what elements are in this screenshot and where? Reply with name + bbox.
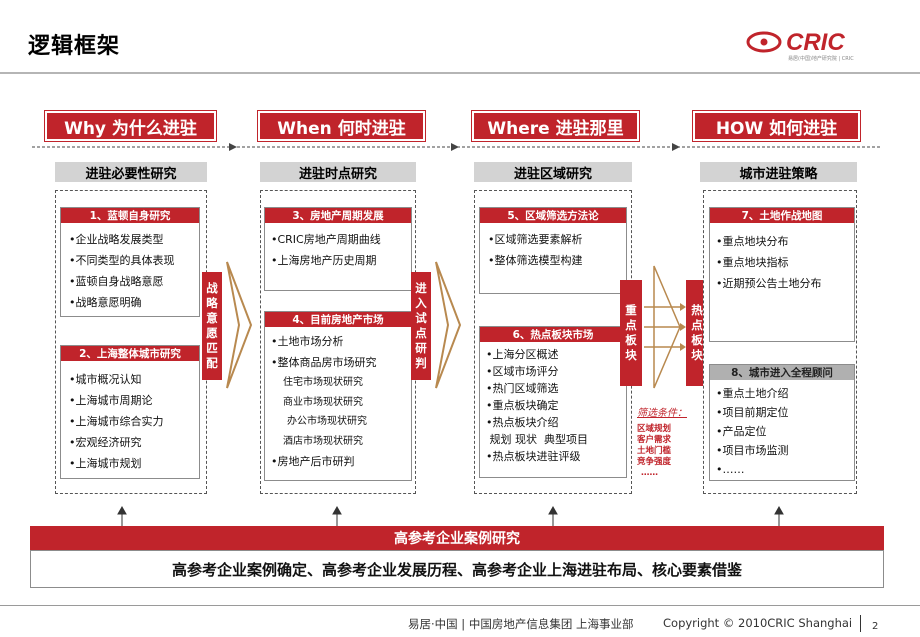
filter-title: 筛选条件： — [637, 408, 687, 419]
list-subitem: 酒店市场现状研究 — [283, 435, 363, 447]
list-item: •城市概况认知 — [69, 373, 142, 386]
card-title: 1、蓝顿自身研究 — [61, 208, 199, 223]
list-item: •企业战略发展类型 — [69, 233, 164, 246]
card-title: 7、土地作战地图 — [710, 208, 854, 223]
card-self-research: 1、蓝顿自身研究 •企业战略发展类型 •不同类型的具体表现 •蓝顿自身战略意愿 … — [60, 207, 200, 317]
card-land-map: 7、土地作战地图 •重点地块分布 •重点地块指标 •近期预公告土地分布 — [709, 207, 855, 342]
filter-item: 土地门槛 — [637, 446, 672, 456]
card-hot-blocks: 6、热点板块市场 •上海分区概述 •区域市场评分 •热门区域筛选 •重点板块确定… — [479, 326, 627, 478]
filter-item: 客户需求 — [637, 435, 672, 445]
list-item: •项目前期定位 — [716, 406, 789, 419]
list-subitem: 办公市场现状研究 — [287, 416, 367, 427]
phase-when: When 何时进驻 — [258, 111, 425, 141]
card-cycle: 3、房地产周期发展 •CRIC房地产周期曲线 •上海房地产历史周期 — [264, 207, 412, 291]
list-item: •区域筛选要素解析 — [488, 233, 583, 246]
header-divider — [0, 72, 920, 74]
case-study-body: 高参考企业案例确定、高参考企业发展历程、高参考企业上海进驻布局、核心要素借鉴 — [30, 550, 884, 588]
filter-item: 区域规划 — [637, 424, 672, 434]
list-item: 规划 现状 典型项目 — [486, 433, 588, 446]
top-flow-arrows — [32, 143, 880, 151]
phase-how: HOW 如何进驻 — [693, 111, 860, 141]
list-item: •热门区域筛选 — [486, 382, 559, 395]
card-title: 4、目前房地产市场 — [265, 312, 411, 327]
subhead-region: 进驻区域研究 — [474, 162, 632, 182]
list-item: •上海分区概述 — [486, 348, 559, 361]
list-item: •土地市场分析 — [271, 335, 344, 348]
list-item: •热点板块进驻评级 — [486, 450, 581, 463]
list-item: •重点地块分布 — [716, 235, 789, 248]
footer-company: 易居·中国 | 中国房地产信息集团 上海事业部 — [408, 617, 634, 631]
list-item: •上海房地产历史周期 — [271, 254, 377, 267]
list-item: •产品定位 — [716, 425, 767, 438]
list-item: •重点板块确定 — [486, 399, 559, 412]
list-item: •上海城市综合实力 — [69, 415, 164, 428]
list-item: •蓝顿自身战略意愿 — [69, 275, 164, 288]
list-item: •…… — [716, 463, 745, 476]
label-strategy-match: 战略意 愿匹配 — [202, 272, 222, 380]
footer-divider — [0, 605, 920, 606]
list-item: •整体筛选模型构建 — [488, 254, 583, 267]
footer-copyright: Copyright © 2010CRIC Shanghai — [663, 616, 853, 630]
label-key-blocks: 重点 板块 — [620, 280, 642, 386]
list-item: •战略意愿明确 — [69, 296, 142, 309]
phase-why: Why 为什么进驻 — [45, 111, 216, 141]
card-title: 6、热点板块市场 — [480, 327, 626, 342]
card-current-market: 4、目前房地产市场 •土地市场分析 •整体商品房市场研究 住宅市场现状研究 商业… — [264, 311, 412, 481]
list-item: •热点板块介绍 — [486, 416, 559, 429]
card-methodology: 5、区域筛选方法论 •区域筛选要素解析 •整体筛选模型构建 — [479, 207, 627, 294]
up-arrows — [117, 506, 784, 526]
chevron-arrow-icon — [226, 261, 253, 389]
funnel-arrows-icon — [644, 265, 686, 389]
card-title: 2、上海整体城市研究 — [61, 346, 199, 361]
list-item: •宏观经济研究 — [69, 436, 142, 449]
list-item: •区域市场评分 — [486, 365, 559, 378]
list-item: •CRIC房地产周期曲线 — [271, 233, 381, 246]
card-title: 3、房地产周期发展 — [265, 208, 411, 223]
list-item: •房地产后市研判 — [271, 455, 355, 468]
filter-conditions: 筛选条件： 区域规划 客户需求 土地门槛 竞争强度 …… — [637, 404, 687, 479]
label-hot-blocks: 热点 板块 — [686, 280, 708, 386]
card-city-research: 2、上海整体城市研究 •城市概况认知 •上海城市周期论 •上海城市综合实力 •宏… — [60, 345, 200, 479]
list-subitem: 商业市场现状研究 — [283, 396, 363, 408]
subhead-timing: 进驻时点研究 — [260, 162, 416, 182]
label-pilot-entry: 进入试 点研判 — [411, 272, 431, 380]
cric-logo: CRIC 易居(中国)地产研究院 | CRIC — [744, 26, 890, 62]
card-title: 8、城市进入全程顾问 — [710, 365, 854, 380]
list-item: •项目市场监测 — [716, 444, 789, 457]
subhead-strategy: 城市进驻策略 — [700, 162, 857, 182]
list-subitem: 住宅市场现状研究 — [283, 377, 363, 388]
page-number: 2 — [872, 621, 879, 632]
phase-where: Where 进驻那里 — [472, 111, 639, 141]
list-item: •上海城市周期论 — [69, 394, 153, 407]
filter-item: 竞争强度 — [637, 457, 672, 467]
chevron-arrow-icon — [435, 261, 462, 389]
card-title: 5、区域筛选方法论 — [480, 208, 626, 223]
footer-separator — [860, 615, 861, 632]
card-consulting: 8、城市进入全程顾问 •重点土地介绍 •项目前期定位 •产品定位 •项目市场监测… — [709, 364, 855, 481]
subhead-necessity: 进驻必要性研究 — [55, 162, 207, 182]
list-item: •重点土地介绍 — [716, 387, 789, 400]
list-item: •重点地块指标 — [716, 256, 789, 269]
list-item: •整体商品房市场研究 — [271, 356, 377, 369]
case-study-title: 高参考企业案例研究 — [30, 526, 884, 550]
list-item: •近期预公告土地分布 — [716, 277, 822, 290]
filter-item: …… — [641, 468, 658, 478]
list-item: •上海城市规划 — [69, 457, 142, 470]
list-item: •不同类型的具体表现 — [69, 254, 175, 267]
logo-subtext: 易居(中国)地产研究院 | CRIC — [788, 55, 854, 62]
logo-text: CRIC — [786, 29, 845, 56]
page-title: 逻辑框架 — [28, 34, 121, 59]
